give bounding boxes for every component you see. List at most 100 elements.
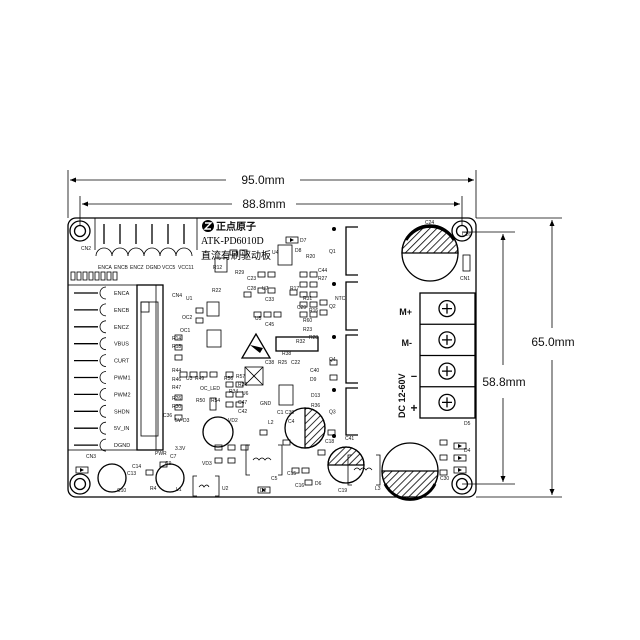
cn4-label: CN4 — [172, 293, 182, 299]
component-label: C14 — [132, 464, 141, 470]
component-label: U4 — [272, 250, 279, 256]
component-label: R20 — [306, 254, 315, 260]
smd-pad — [88, 271, 94, 281]
c30-label: C30 — [440, 476, 449, 482]
component-label: R36 — [311, 403, 320, 409]
component-label: C5 — [271, 476, 278, 482]
terminal-block: M+ M- DC 12-60V − + — [397, 292, 476, 419]
smd-pad — [309, 271, 318, 278]
component-label: R22 — [212, 288, 221, 294]
outer-width-label: 95.0mm — [241, 173, 284, 187]
dimension-width-holes: 88.8mm — [79, 196, 463, 226]
component-label: R29 — [235, 270, 244, 276]
component-label: OC2 — [182, 315, 193, 321]
cn3-label: CN3 — [86, 454, 96, 460]
mosfet-label: Q3 — [329, 410, 336, 416]
smd-pad — [243, 291, 252, 298]
component-labels: NTCGNDOC_LED5V3.3VPWRR32U4U6U2L1L2L3C19C… — [117, 232, 471, 494]
component-label: VD3 — [202, 461, 212, 467]
capacitor-c24: C24 — [401, 220, 459, 282]
component-label: PWR — [155, 451, 167, 457]
component-label: R18 — [172, 344, 181, 350]
smd-pad — [257, 271, 266, 278]
component-label: C38 — [265, 360, 274, 366]
component-label: D4 — [464, 448, 471, 454]
smd-pad — [273, 311, 282, 318]
component-label: D13 — [311, 393, 320, 399]
component-label: U5 — [255, 316, 262, 322]
component-label: D7 — [300, 238, 307, 244]
smd-pad — [195, 317, 204, 324]
smd-pad — [229, 249, 238, 256]
smd-pad — [301, 467, 310, 474]
component-label: C39 — [285, 410, 294, 416]
cn2-pin-arc — [143, 247, 161, 257]
mosfet-outline — [345, 281, 358, 331]
component-label: C4 — [288, 419, 295, 425]
cn3-pin-label: CURT — [114, 359, 130, 365]
component-label: R46 — [172, 377, 181, 383]
smd-pad — [235, 381, 244, 388]
smd-pad — [82, 271, 88, 281]
smd-pad — [327, 429, 336, 436]
cn3-pin-arc — [99, 303, 107, 317]
smd-pad — [145, 469, 154, 476]
cn3-pin-label: 5V_IN — [114, 426, 129, 432]
dimension-height-holes: 58.8mm — [462, 231, 526, 485]
smd-pad — [239, 249, 248, 256]
esd-warning-icon — [240, 332, 272, 359]
cn2-pin-arc — [159, 247, 177, 257]
component-label: OC_LED — [200, 386, 220, 392]
smd-pad — [289, 289, 298, 296]
component-label: R38 — [282, 351, 291, 357]
connector-cn3: ENCAENCBENCZVBUSCURTPWM1PWM2SHDN5V_INDGN… — [67, 284, 157, 460]
component-label: 3.3V — [175, 446, 186, 452]
component-label: R23 — [303, 327, 312, 333]
smd-pad — [159, 461, 168, 468]
mosfet-label: Q2 — [329, 304, 336, 310]
component-label: OC1 — [180, 328, 191, 334]
connector-cn4: CN4 — [136, 284, 182, 451]
component-label: R31 — [303, 296, 312, 302]
cn2-pin-arc — [95, 247, 113, 257]
smd-pad — [309, 311, 318, 318]
dc-plus-label: + — [410, 401, 417, 415]
component-label: R28 — [309, 335, 318, 341]
cn3-pin-label: ENCA — [114, 291, 130, 297]
smd-pad — [267, 271, 276, 278]
component-label: R12 — [213, 265, 222, 271]
smd-pad — [174, 404, 183, 411]
cn3-pin-arc — [99, 438, 107, 452]
cn3-pin-arc — [99, 286, 107, 300]
component-label: VD2 — [228, 418, 238, 424]
smd-pad — [225, 401, 234, 408]
capacitor-c30: C30 — [381, 442, 449, 501]
smd-pad — [299, 301, 308, 308]
terminal-screw-icon — [438, 331, 456, 349]
component-label: R27 — [318, 276, 327, 282]
component-label: C10 — [117, 488, 126, 494]
component-label: R50 — [196, 398, 205, 404]
component-label: R32 — [296, 339, 305, 345]
smd-pad — [291, 467, 300, 474]
component-label: R34 — [229, 389, 238, 395]
small-capacitors — [97, 416, 234, 493]
smd-pad — [304, 479, 313, 486]
component-label: L2 — [268, 420, 274, 426]
pin1-dot — [332, 282, 336, 286]
smd-pad — [174, 354, 183, 361]
component-label: R49 — [195, 376, 204, 382]
terminal-screw-icon — [438, 362, 456, 380]
smd-pad — [282, 439, 291, 446]
smd-pad — [174, 394, 183, 401]
cn3-pin-label: DGND — [114, 443, 130, 449]
component-label: C16 — [295, 483, 304, 489]
capacitor-c1: C1 — [277, 407, 326, 449]
outer-height-label: 65.0mm — [531, 335, 574, 349]
smd-pad — [299, 311, 308, 318]
component-label: C44 — [318, 268, 327, 274]
smd-pad — [227, 444, 236, 451]
